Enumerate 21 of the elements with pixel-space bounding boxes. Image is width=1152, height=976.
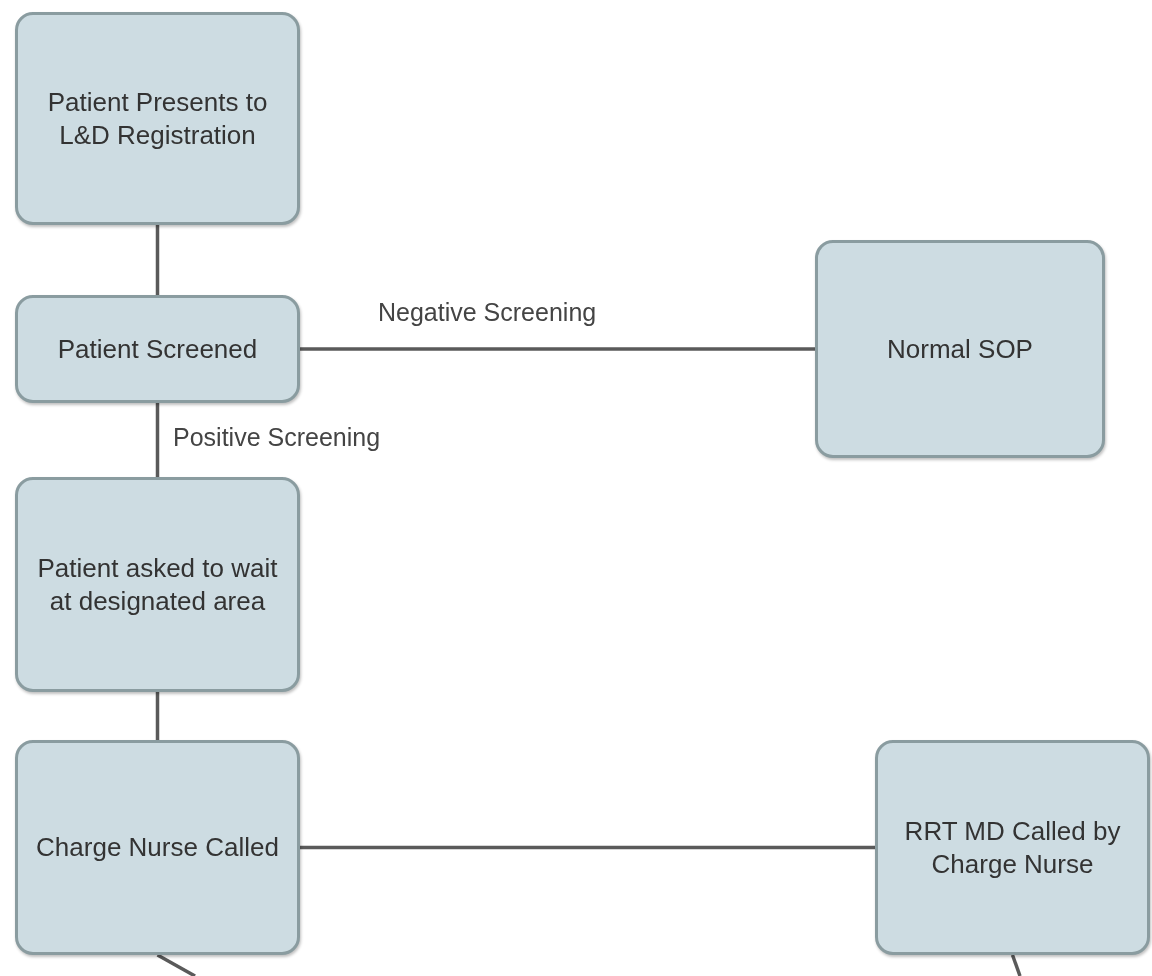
connector-line bbox=[300, 845, 875, 850]
box-text: Patient Presents to L&D Registration bbox=[46, 86, 269, 151]
process-box bbox=[15, 295, 300, 403]
connector-line bbox=[155, 403, 160, 477]
process-box bbox=[875, 740, 1150, 955]
connector-line bbox=[300, 347, 815, 351]
connector-line bbox=[156, 953, 196, 976]
edge-label: Negative Screening bbox=[378, 298, 597, 327]
box-text: Patient Screened bbox=[56, 332, 259, 366]
process-box bbox=[815, 240, 1105, 458]
process-box bbox=[15, 740, 300, 955]
box-text: Patient asked to wait at designated area bbox=[36, 552, 279, 617]
box-text: Charge Nurse Called bbox=[35, 831, 280, 864]
connector-line bbox=[1010, 954, 1022, 976]
edge-label: Positive Screening bbox=[173, 423, 381, 452]
connector-line bbox=[155, 692, 160, 740]
connector-line bbox=[155, 225, 160, 295]
box-text: Normal SOP bbox=[886, 332, 1034, 366]
process-box bbox=[15, 12, 300, 225]
box-text: RRT MD Called by Charge Nurse bbox=[903, 815, 1122, 880]
process-box bbox=[15, 477, 300, 692]
